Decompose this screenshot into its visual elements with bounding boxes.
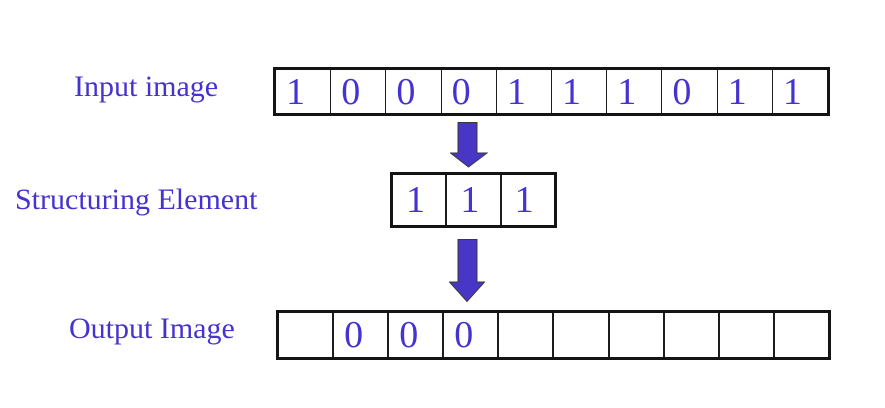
grid-cell [607,313,663,357]
grid-cell: 0 [332,313,387,357]
grid-cell [717,313,773,357]
input-image-row: 1 0 0 0 1 1 1 0 1 1 [273,67,830,116]
grid-cell: 0 [387,313,442,357]
grid-cell [552,313,607,357]
output-image-label: Output Image [69,312,235,345]
grid-cell: 1 [551,70,606,113]
grid-cell: 1 [406,179,425,221]
grid-cell: 0 [661,70,716,113]
grid-cell: 0 [440,70,496,113]
grid-cell: 1 [716,70,772,113]
down-arrow-shape [449,239,485,303]
input-image-label: Input image [74,70,219,103]
grid-cell [497,313,552,357]
grid-cell: 0 [442,313,497,357]
output-image-row: 0 0 0 [276,310,831,360]
structuring-element-label: Structuring Element [15,183,258,216]
grid-cell: 0 [330,70,385,113]
grid-cell [662,313,718,357]
grid-cell: 0 [385,70,440,113]
down-arrow-shape [450,122,488,168]
grid-cell: 1 [445,175,499,225]
grid-cell: 1 [771,70,827,113]
down-arrow-icon [450,122,488,168]
structuring-element-row: 1 1 1 [390,172,557,228]
grid-cell [772,313,828,357]
grid-cell: 1 [286,70,305,113]
down-arrow-icon [449,239,485,303]
grid-cell: 1 [606,70,661,113]
grid-cell: 1 [499,175,554,225]
grid-cell [279,313,332,357]
grid-cell: 1 [495,70,551,113]
